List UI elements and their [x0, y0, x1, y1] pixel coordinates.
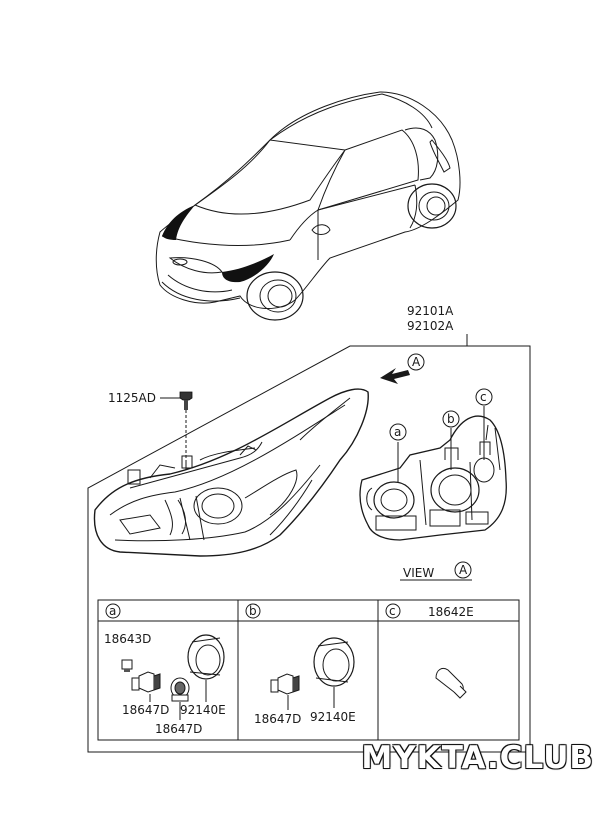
part-18647d-label-a1: 18647D: [122, 703, 169, 717]
bolt-icon: [179, 391, 193, 410]
cap-ring-icon-b: [313, 637, 355, 687]
part-18642e-label: 18642E: [428, 605, 474, 619]
part-18647d-label-a2: 18647D: [155, 722, 202, 736]
callout-a: a: [389, 423, 407, 483]
view-caption-text: VIEW: [403, 566, 434, 580]
parts-table: a b c 18642E 18643D 18647D 1864: [97, 599, 520, 741]
svg-text:c: c: [389, 604, 396, 618]
assembly-part-rh: 92102A: [407, 319, 454, 333]
bolt-label: 1125AD: [108, 391, 156, 405]
part-92140e-label-b: 92140E: [310, 710, 356, 724]
headlamp-rear-view: [359, 415, 507, 541]
part-18647d-label-b: 18647D: [254, 712, 301, 726]
car-headlamp-left-highlight: [162, 205, 195, 240]
svg-text:b: b: [249, 604, 257, 618]
callout-b: b: [442, 410, 460, 470]
svg-text:a: a: [394, 425, 401, 439]
view-a-arrow: A: [380, 353, 425, 384]
table-header-a: a: [105, 603, 121, 619]
view-a-caption: VIEW A: [400, 561, 472, 581]
h7-bulb-icon-b: [270, 673, 300, 695]
h7-bulb-icon: [131, 671, 161, 693]
svg-text:a: a: [109, 604, 116, 618]
callout-c: c: [475, 388, 493, 460]
socket-icon: [170, 677, 190, 702]
assembly-part-lh: 92101A: [407, 304, 454, 318]
svg-text:c: c: [480, 390, 487, 404]
part-18643d-label: 18643D: [104, 632, 151, 646]
watermark: MYKTA.CLUB: [361, 740, 594, 776]
car-illustration: [155, 91, 461, 321]
part-92140e-label-a: 92140E: [180, 703, 226, 717]
cap-ring-icon-a: [187, 634, 225, 680]
small-bulb-icon: [121, 659, 133, 672]
assembly-frame: [87, 345, 531, 753]
table-header-b: b: [245, 603, 261, 619]
svg-text:b: b: [447, 412, 455, 426]
table-header-c: c: [385, 603, 401, 619]
view-a-marker-bottom: A: [459, 563, 468, 577]
headlamp-front-view: [93, 388, 369, 557]
wedge-bulb-icon: [435, 667, 467, 699]
view-a-marker-top: A: [412, 355, 421, 369]
car-headlamp-highlight: [222, 254, 274, 283]
